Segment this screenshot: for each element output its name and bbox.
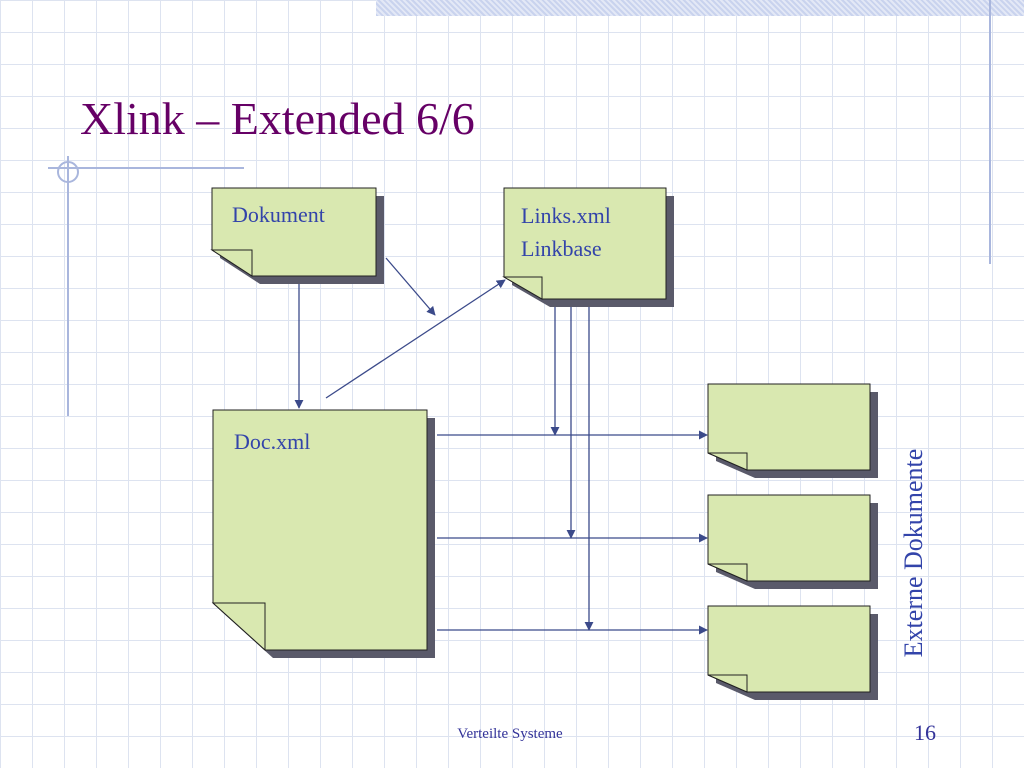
page-number: 16 xyxy=(914,720,936,745)
note-links-xml xyxy=(502,187,674,307)
top-decorative-band xyxy=(376,0,1024,16)
crosshair-circle-icon xyxy=(57,161,79,183)
note-external-2 xyxy=(707,494,878,589)
note-links-line2: Linkbase xyxy=(521,236,602,261)
note-dokument-label: Dokument xyxy=(232,202,325,227)
slide-title: Xlink – Extended 6/6 xyxy=(80,93,475,144)
note-doc-xml xyxy=(211,409,435,658)
arrow-dokument-diagonal xyxy=(385,257,436,316)
note-external-1 xyxy=(707,383,878,478)
arrow-docxml-to-links xyxy=(325,279,506,399)
note-external-3 xyxy=(707,605,878,700)
note-dokument xyxy=(210,187,384,284)
footer-text: Verteilte Systeme xyxy=(457,726,563,742)
note-doc-xml-label: Doc.xml xyxy=(234,429,311,454)
external-documents-label: Externe Dokumente xyxy=(899,448,928,658)
note-links-line1: Links.xml xyxy=(521,203,611,228)
